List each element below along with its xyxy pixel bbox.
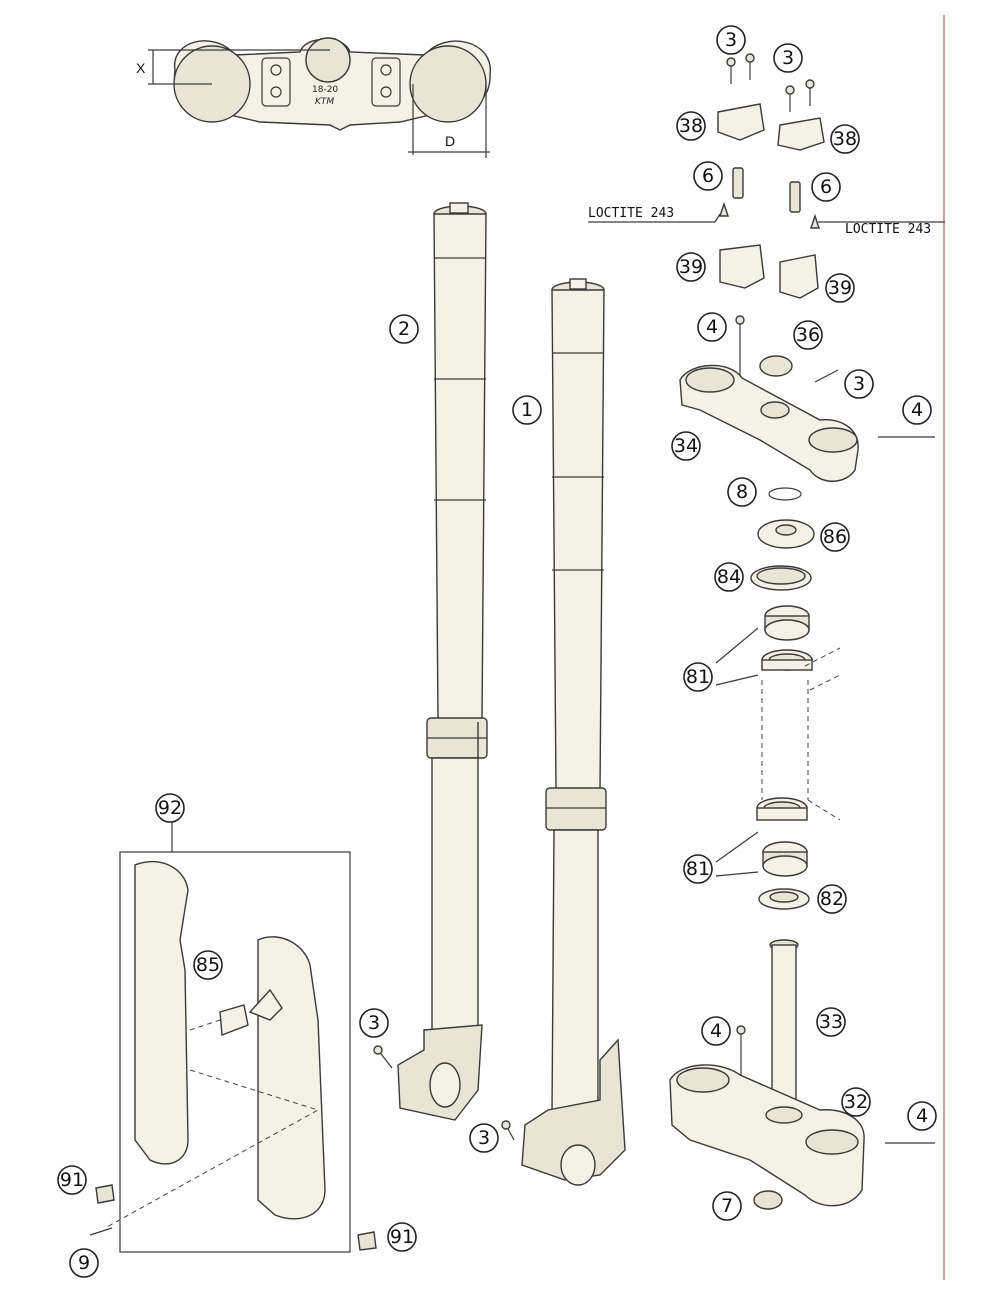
svg-text:9: 9	[78, 1252, 90, 1274]
fork-guard-box	[119, 851, 351, 1253]
svg-text:32: 32	[844, 1091, 868, 1113]
callout-6b: 6	[811, 172, 841, 202]
callout-82: 82	[817, 884, 847, 914]
callout-1: 1	[512, 395, 542, 425]
dim-x-label: X	[136, 60, 146, 76]
callout-86: 86	[820, 522, 850, 552]
callout-91b: 91	[387, 1222, 417, 1252]
fork-leg-right	[521, 278, 626, 1186]
callout-32: 32	[841, 1087, 871, 1117]
lower-triple-clamp	[669, 939, 935, 1210]
callout-38b: 38	[830, 124, 860, 154]
callout-39b: 39	[825, 273, 855, 303]
callout-39a: 39	[676, 252, 706, 282]
svg-text:3: 3	[478, 1127, 490, 1149]
svg-text:KTM: KTM	[315, 97, 334, 107]
svg-text:4: 4	[911, 399, 923, 421]
clamp-stamp: 18-20	[312, 85, 338, 95]
svg-text:91: 91	[390, 1226, 414, 1248]
svg-text:36: 36	[796, 324, 820, 346]
svg-text:86: 86	[823, 526, 847, 548]
upper-hardware	[588, 53, 945, 299]
svg-text:38: 38	[679, 115, 703, 137]
callout-84: 84	[714, 562, 744, 592]
svg-text:92: 92	[158, 797, 182, 819]
callout-3a: 3	[716, 25, 746, 55]
svg-text:3: 3	[853, 373, 865, 395]
callout-3b: 3	[773, 43, 803, 73]
triple-clamp-top-view: 18-20 KTM X D	[136, 37, 491, 158]
callout-81a: 81	[683, 662, 713, 692]
svg-text:91: 91	[60, 1169, 84, 1191]
callout-4d: 4	[907, 1101, 937, 1131]
svg-text:39: 39	[828, 277, 852, 299]
svg-text:81: 81	[686, 858, 710, 880]
svg-text:81: 81	[686, 666, 710, 688]
svg-text:33: 33	[819, 1011, 843, 1033]
callout-9: 9	[69, 1248, 99, 1278]
steering-bearings	[715, 487, 841, 910]
svg-text:84: 84	[717, 566, 741, 588]
callout-34: 34	[671, 431, 701, 461]
callout-6a: 6	[693, 161, 723, 191]
svg-text:8: 8	[736, 481, 748, 503]
svg-text:34: 34	[674, 435, 698, 457]
svg-text:2: 2	[398, 318, 410, 340]
callout-38a: 38	[676, 111, 706, 141]
callout-4c: 4	[701, 1016, 731, 1046]
svg-text:6: 6	[702, 165, 714, 187]
callout-33: 33	[816, 1007, 846, 1037]
svg-text:38: 38	[833, 128, 857, 150]
loctite-label-left: LOCTITE 243	[588, 206, 674, 221]
svg-text:3: 3	[725, 29, 737, 51]
callout-4a: 4	[697, 312, 727, 342]
fork-guards	[89, 812, 377, 1253]
callout-3e: 3	[469, 1123, 499, 1153]
callout-91a: 91	[57, 1165, 87, 1195]
svg-text:6: 6	[820, 176, 832, 198]
callout-3c: 3	[844, 369, 874, 399]
callout-85: 85	[193, 950, 223, 980]
svg-text:3: 3	[782, 47, 794, 69]
svg-text:7: 7	[721, 1195, 733, 1217]
svg-text:39: 39	[679, 256, 703, 278]
svg-text:85: 85	[196, 954, 220, 976]
callout-3d: 3	[359, 1008, 389, 1038]
upper-triple-clamp	[679, 315, 935, 482]
svg-text:4: 4	[706, 316, 718, 338]
axle-clamp-bolts	[373, 1045, 515, 1141]
callout-92: 92	[155, 793, 185, 823]
svg-text:1: 1	[521, 399, 533, 421]
fork-leg-left	[397, 202, 488, 1121]
callout-81b: 81	[683, 854, 713, 884]
callout-36: 36	[793, 320, 823, 350]
svg-text:4: 4	[916, 1105, 928, 1127]
svg-text:3: 3	[368, 1012, 380, 1034]
svg-text:82: 82	[820, 888, 844, 910]
callout-2: 2	[389, 314, 419, 344]
loctite-label-right: LOCTITE 243	[845, 222, 931, 237]
dim-d-label: D	[445, 133, 455, 149]
svg-text:4: 4	[710, 1020, 722, 1042]
callout-7: 7	[712, 1191, 742, 1221]
callout-8: 8	[727, 477, 757, 507]
callout-4b: 4	[902, 395, 932, 425]
